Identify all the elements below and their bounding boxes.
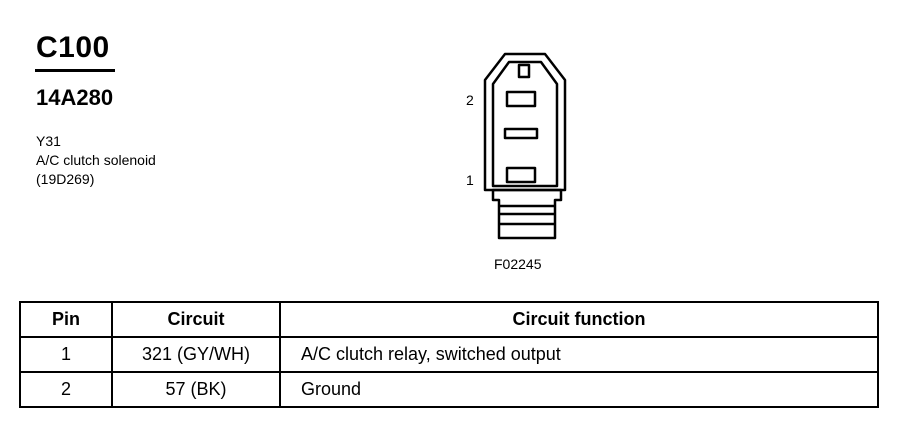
housing-outer — [483, 52, 567, 192]
lock-tab — [491, 188, 563, 240]
table-row: 2 57 (BK) Ground — [19, 371, 879, 408]
cavity-2 — [505, 90, 537, 108]
pin-label-2: 2 — [466, 92, 474, 108]
table-row: 1 321 (GY/WH) A/C clutch relay, switched… — [19, 336, 879, 373]
cavity-1 — [505, 166, 537, 184]
latch — [517, 63, 531, 79]
header-circuit-function: Circuit function — [279, 301, 879, 338]
component-name: A/C clutch solenoid — [36, 152, 156, 168]
connector-face-diagram — [483, 52, 567, 240]
cell-function: A/C clutch relay, switched output — [279, 336, 879, 373]
part-number: 14A280 — [36, 85, 114, 110]
header-pin: Pin — [19, 301, 113, 338]
table-header-row: Pin Circuit Circuit function — [19, 301, 879, 338]
pin-label-1: 1 — [466, 172, 474, 188]
cavity-mid — [503, 127, 539, 140]
housing-inner — [491, 60, 559, 188]
cell-circuit: 321 (GY/WH) — [111, 336, 281, 373]
connector-description: Y31 A/C clutch solenoid (19D269) — [36, 132, 156, 189]
cell-pin: 2 — [19, 371, 113, 408]
location-code: Y31 — [36, 133, 61, 149]
component-code: (19D269) — [36, 171, 95, 187]
connector-id-underline — [35, 69, 115, 72]
figure-id: F02245 — [494, 256, 542, 272]
connector-id: C100 — [36, 31, 110, 64]
pinout-table: Pin Circuit Circuit function 1 321 (GY/W… — [19, 301, 879, 408]
cell-function: Ground — [279, 371, 879, 408]
header-circuit: Circuit — [111, 301, 281, 338]
cell-circuit: 57 (BK) — [111, 371, 281, 408]
cell-pin: 1 — [19, 336, 113, 373]
